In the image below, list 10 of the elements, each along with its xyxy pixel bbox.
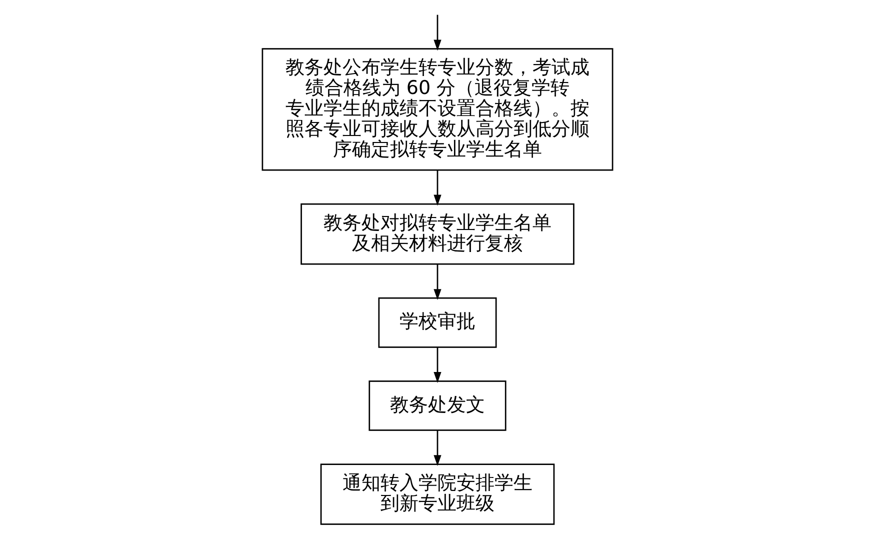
arrow (434, 430, 442, 466)
node-box: 教务处对拟转专业学生名单及相关材料进行复核 (300, 203, 574, 265)
node-box: 通知转入学院安排学生到新专业班级 (320, 464, 555, 525)
arrow (434, 14, 442, 51)
arrow (434, 347, 442, 383)
node-box: 学校审批 (378, 297, 497, 348)
node-box: 教务处发文 (368, 380, 506, 431)
node-box: 教务处公布学生转专业分数，考试成绩合格线为 60 分（退役复学转专业学生的成绩不设置合格线）。按照各专业可接收人数从高分到低分顺序确定拟转专业学生名单 (262, 48, 614, 171)
arrow (434, 170, 442, 206)
arrow (434, 264, 442, 300)
